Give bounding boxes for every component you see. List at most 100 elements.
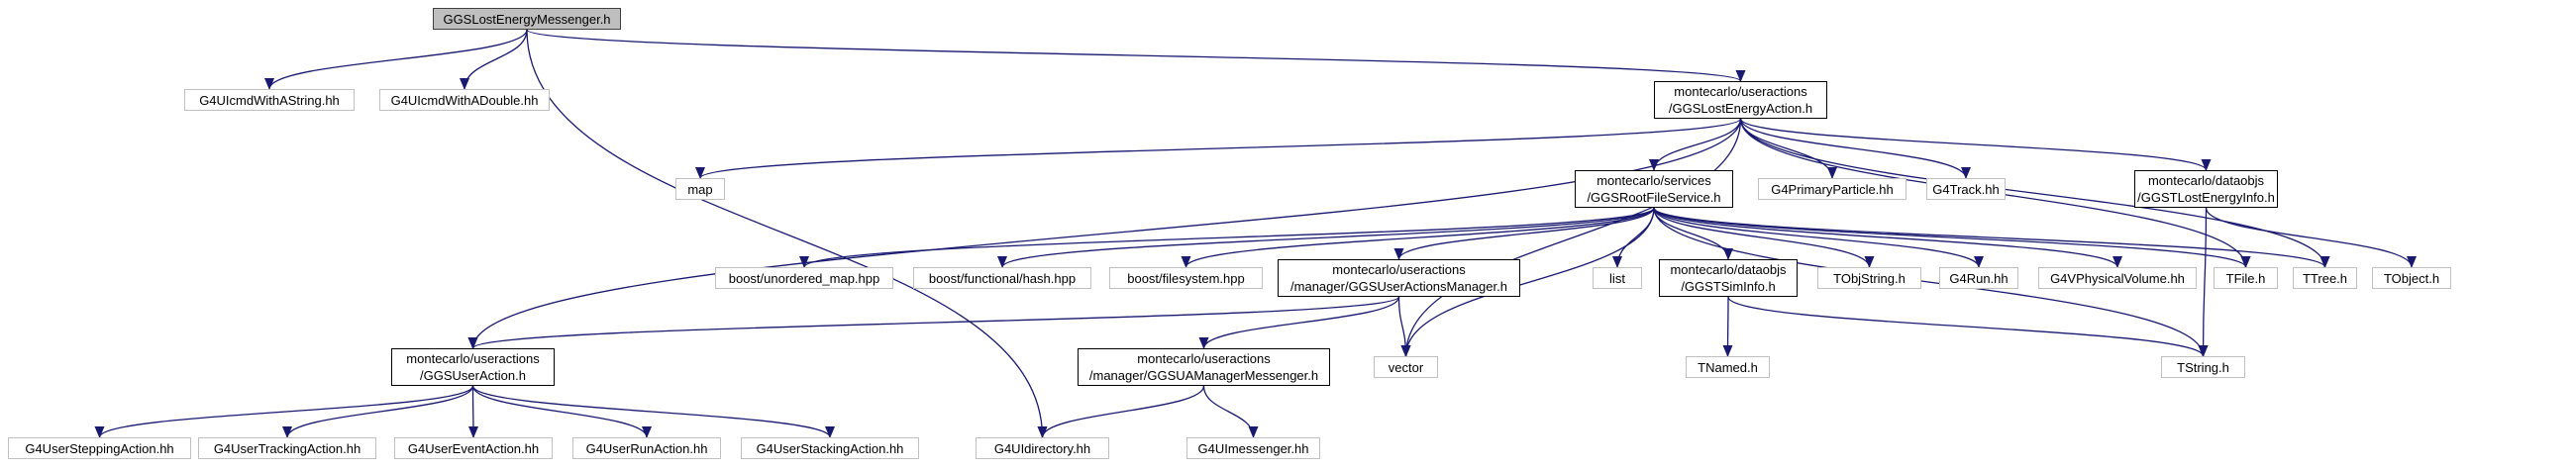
node-g4user-run-action: G4UserRunAction.hh [572,437,721,459]
node-label: G4UIdirectory.hh [993,440,1091,456]
node-ggs-root-file-service[interactable]: montecarlo/services/GGSRootFileService.h [1575,170,1733,208]
node-label-line1: montecarlo/dataobjs [2147,173,2265,188]
node-label-line2: /manager/GGSUserActionsManager.h [1290,279,1507,294]
edge-ggs_root_file_service-to-tfile [1653,207,2251,268]
node-label: G4UIcmdWithADouble.hh [390,92,539,108]
edge-ggs_lost_energy_action-to-map [695,118,1742,179]
edge-ggs_lost_energy_messenger-to-ggs_lost_energy_action [526,29,1745,82]
edge-ggst_lost_energy_info-to-tobject [2205,207,2417,268]
edge-ggs_root_file_service-to-boost_functional_hash [997,207,1655,268]
edge-ggs_lost_energy_action-to-g4primary_particle [1739,118,1837,179]
node-label: G4Track.hh [1932,181,2000,197]
edge-ggs_root_file_service-to-boost_unordered_map [799,207,1655,268]
node-ggs-user-action[interactable]: montecarlo/useractions/GGSUserAction.h [391,348,555,386]
node-label: G4Run.hh [1949,270,2009,286]
node-label: TFile.h [2225,270,2266,286]
node-label: GGSLostEnergyMessenger.h [443,11,611,27]
edge-ggs_user_action-to-g4user_run_action [471,385,652,438]
node-g4primary-particle: G4PrimaryParticle.hh [1758,178,1906,200]
node-tobjstring: TObjString.h [1817,267,1921,289]
edge-ggsua_manager_messenger-to-g4uimessenger [1202,385,1259,438]
node-label: G4UserTrackingAction.hh [213,440,361,456]
edge-ggs_root_file_service-to-vector [1400,207,1655,357]
edge-ggst_sim_info-to-tnamed [1722,296,1733,357]
edge-ggs_root_file_service-to-tstring [1653,207,2209,357]
node-ggs-lost-energy-action[interactable]: montecarlo/useractions/GGSLostEnergyActi… [1654,81,1827,119]
node-label-line1: montecarlo/useractions [1674,84,1807,99]
node-boost-filesystem: boost/filesystem.hpp [1109,267,1263,289]
edge-ggs_user_actions_manager-to-ggsua_manager_messenger [1198,296,1400,349]
node-label: boost/functional/hash.hpp [928,270,1077,286]
edge-ggs_user_action-to-g4user_stacking_action [471,385,835,438]
node-ggst-lost-energy-info[interactable]: montecarlo/dataobjs/GGSTLostEnergyInfo.h [2134,170,2278,208]
node-label: G4UserSteppingAction.hh [25,440,174,456]
node-ggsua-manager-messenger[interactable]: montecarlo/useractions/manager/GGSUAMana… [1078,348,1330,386]
edge-ggs_lost_energy_messenger-to-g4uicmd_with_adouble [460,29,528,90]
node-label: G4UImessenger.hh [1197,440,1309,456]
edge-ggs_user_action-to-g4user_tracking_action [282,385,474,438]
edge-ggs_root_file_service-to-ggs_user_actions_manager [1393,207,1655,260]
node-label-line2: /GGSLostEnergyAction.h [1668,101,1813,116]
node-label-line2: /manager/GGSUAManagerMessenger.h [1088,368,1319,383]
edge-ggs_lost_energy_messenger-to-g4uicmd_with_astring [264,29,528,90]
node-label: vector [1388,359,1424,375]
node-g4user-tracking-action: G4UserTrackingAction.hh [198,437,376,459]
node-label: G4UserEventAction.hh [407,440,540,456]
node-label: list [1609,270,1625,286]
edge-ggs_lost_energy_action-to-ggst_lost_energy_info [1739,118,2212,171]
node-label-line2: /GGSUserAction.h [420,368,526,383]
node-ggst-sim-info[interactable]: montecarlo/dataobjs/GGSTSimInfo.h [1659,259,1798,297]
node-tstring: TString.h [2161,356,2245,378]
node-label: TObject.h [2383,270,2440,286]
node-label: G4UIcmdWithAString.hh [199,92,340,108]
edge-ggs_root_file_service-to-ttree [1653,207,2330,268]
edge-ggs_lost_energy_action-to-ggs_root_file_service [1649,118,1742,171]
edge-ggs_root_file_service-to-tobjstring [1653,207,1875,268]
edge-ggs_lost_energy_action-to-ggs_user_action [467,118,1742,349]
node-g4uidirectory: G4UIdirectory.hh [976,437,1109,459]
node-label: boost/unordered_map.hpp [728,270,880,286]
edge-ggs_lost_energy_action-to-g4track [1739,118,1971,179]
node-label-line1: montecarlo/useractions [1137,351,1271,366]
node-label: G4PrimaryParticle.hh [1771,181,1894,197]
node-map: map [675,178,725,200]
node-label-line1: montecarlo/services [1597,173,1711,188]
edge-ggs_root_file_service-to-boost_filesystem [1181,207,1655,268]
node-label: TString.h [2177,359,2229,375]
node-label: TTree.h [2302,270,2348,286]
node-label-line2: /GGSTSimInfo.h [1681,279,1776,294]
node-g4track: G4Track.hh [1926,178,2006,200]
node-g4user-stacking-action: G4UserStackingAction.hh [741,437,919,459]
node-label-line2: /GGSTLostEnergyInfo.h [2137,190,2275,205]
node-ggs-lost-energy-messenger[interactable]: GGSLostEnergyMessenger.h [433,8,621,30]
edge-ggs_user_actions_manager-to-vector [1397,296,1411,357]
node-g4uimessenger: G4UImessenger.hh [1186,437,1320,459]
node-boost-functional-hash: boost/functional/hash.hpp [913,267,1091,289]
node-label: TObjString.h [1833,270,1906,286]
node-label: G4UserRunAction.hh [585,440,708,456]
node-boost-unordered-map: boost/unordered_map.hpp [715,267,893,289]
node-g4uicmd-with-adouble: G4UIcmdWithADouble.hh [379,89,550,111]
edge-ggs_user_action-to-g4user_event_action [467,385,478,438]
node-label-line1: montecarlo/dataobjs [1670,262,1787,277]
node-label: G4VPhysicalVolume.hh [2050,270,2185,286]
edge-ggs_user_actions_manager-to-ggs_user_action [467,296,1400,349]
node-label: G4UserStackingAction.hh [756,440,904,456]
node-label-line1: montecarlo/useractions [406,351,540,366]
node-label-line1: montecarlo/useractions [1332,262,1466,277]
node-g4vphysical-volume: G4VPhysicalVolume.hh [2038,267,2197,289]
edge-ggst_lost_energy_info-to-tstring [2198,207,2209,357]
edge-ggs_root_file_service-to-list [1612,207,1655,268]
edge-ggs_user_action-to-g4user_stepping_action [94,385,474,438]
node-ggs-user-actions-manager[interactable]: montecarlo/useractions/manager/GGSUserAc… [1278,259,1520,297]
edge-ggst_sim_info-to-tstring [1727,296,2209,357]
node-label: TNamed.h [1698,359,1758,375]
node-label-line2: /GGSRootFileService.h [1587,190,1721,205]
edge-ggsua_manager_messenger-to-g4uidirectory [1037,385,1205,438]
node-list: list [1593,267,1642,289]
node-tnamed: TNamed.h [1686,356,1770,378]
node-g4run: G4Run.hh [1939,267,2018,289]
node-ttree: TTree.h [2293,267,2357,289]
edge-ggs_lost_energy_action-to-ttree [1739,118,2330,268]
